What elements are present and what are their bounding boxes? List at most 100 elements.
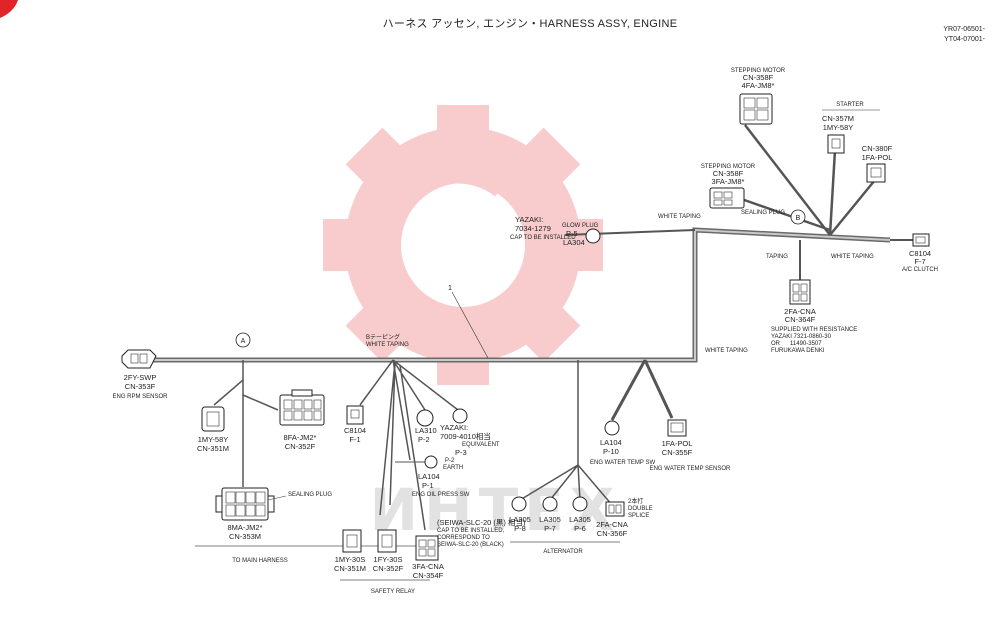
- cn-364f-note4: 11490-3507: [790, 341, 822, 347]
- terminal-la305-p8: [511, 496, 527, 512]
- p-3-part-no: 7009-4010相当: [440, 431, 491, 441]
- b-taping-note: Bテーピング: [366, 333, 400, 341]
- cn-353f-note: ENG RPM SENSOR: [112, 394, 168, 400]
- cn-351m-relay-part: CN-351M: [334, 564, 366, 573]
- glow-code: P-5: [566, 229, 578, 238]
- la310-part: P-2: [418, 435, 430, 444]
- cn-380f-code: 1FA-POL: [862, 153, 893, 162]
- cn-353m-note: SEALING PLUG: [288, 492, 332, 498]
- la104-p10-part: P-10: [603, 447, 619, 456]
- starter-part: CN-357M: [822, 114, 854, 123]
- marker-a: A: [235, 332, 251, 348]
- step-mid-title: STEPPING MOTOR: [701, 164, 756, 170]
- cn-354f-code: 3FA-CNA: [412, 562, 444, 571]
- safety-relay-note: SAFETY RELAY: [371, 589, 415, 595]
- glow-part: LA304: [563, 238, 585, 247]
- starter-code: 1MY-58Y: [823, 123, 854, 132]
- alternator-note: ALTERNATOR: [543, 549, 583, 555]
- glow-plug-label: GLOW PLUG: [562, 223, 599, 229]
- connector-cn-352f-relay: [377, 529, 397, 553]
- f-1-code: C8104: [344, 426, 366, 435]
- connector-cn-353m: [215, 487, 275, 521]
- cn-353m-part: CN-353M: [229, 532, 261, 541]
- connector-cn-353f: [121, 349, 157, 369]
- white-taping-top: WHITE TAPING: [658, 214, 701, 220]
- svg-text:1: 1: [448, 285, 452, 292]
- la310-code: LA310: [415, 426, 437, 435]
- cn-364f-note3: OR: [771, 341, 781, 347]
- step-mid-code: 3FA-JM8*: [712, 177, 745, 186]
- earth-code: P-2: [445, 458, 455, 464]
- marker-b: B: [790, 209, 806, 225]
- cn-351m-relay-code: 1MY-30S: [335, 555, 366, 564]
- la305-p6-code: LA305: [569, 515, 591, 524]
- la305-p7-part: P-7: [544, 524, 556, 533]
- la305-p8-part: P-8: [514, 524, 526, 533]
- connector-cn-352f-left: [279, 389, 325, 426]
- la104-p10-note: ENG WATER TEMP SW: [590, 460, 655, 466]
- watermark-gear-icon: [323, 105, 603, 385]
- f-7-part: F-7: [914, 257, 925, 266]
- right-branches: [510, 359, 674, 543]
- cn-356f-note3: SPLICE: [628, 513, 649, 519]
- cn-355f-note: ENG WATER TEMP SENSOR: [650, 466, 731, 472]
- connector-cn-358f-mid: [709, 187, 745, 209]
- white-taping-right: WHITE TAPING: [831, 254, 874, 260]
- cn-355f-code: 1FA-POL: [662, 439, 693, 448]
- glow-note: CAP TO BE INSTALLED: [510, 235, 576, 241]
- seiwa-code: (SEIWA-SLC-20 (黒) 相当): [437, 517, 526, 527]
- terminal-la104-p1: [424, 455, 438, 469]
- cn-353f-part: CN-353F: [125, 382, 156, 391]
- svg-text:B: B: [796, 215, 801, 222]
- la104-p1-code: LA104: [418, 472, 440, 481]
- cn-354f-part: CN-354F: [413, 571, 444, 580]
- cn-356f-code: 2FA-CNA: [596, 520, 628, 529]
- step-mid-note: SEALING PLUG: [741, 210, 785, 216]
- seiwa-note3: SEIWA-SLC-20 (BLACK): [437, 542, 504, 548]
- la305-p7-code: LA305: [539, 515, 561, 524]
- glow-part-no: 7034-1279: [515, 224, 551, 233]
- connector-cn-357m: [827, 134, 845, 154]
- step-top-part: CN-358F: [743, 73, 774, 82]
- to-main-harness-note: TO MAIN HARNESS: [232, 558, 288, 564]
- connector-cn-356f: [605, 501, 625, 517]
- cn-364f-note2: YAZAKI 7321-0860-30: [771, 334, 832, 340]
- corner-mark: [0, 0, 18, 18]
- la104-p1-part: P-1: [422, 481, 434, 490]
- f-7-note: A/C CLUTCH: [902, 267, 938, 273]
- earth-note: EARTH: [443, 465, 463, 471]
- connector-cn-354f: [415, 535, 439, 561]
- step-mid-part: CN-358F: [713, 169, 744, 178]
- top-right-branches: [729, 124, 915, 280]
- white-taping-mid: WHITE TAPING: [705, 348, 748, 354]
- cn-355f-part: CN-355F: [662, 448, 693, 457]
- connector-f-7: [912, 233, 930, 247]
- cn-364f-note5: FURUKAWA DENKI: [771, 348, 825, 354]
- terminal-la305-p7: [542, 496, 558, 512]
- connector-cn-364f: [789, 279, 811, 305]
- cn-351m-left-code: 1MY-58Y: [198, 435, 229, 444]
- cn-356f-note1: 2本打: [628, 497, 643, 505]
- step-top-code: 4FA-JM8*: [742, 81, 775, 90]
- connector-cn-351m-left: [201, 406, 225, 432]
- connector-cn-380f: [866, 163, 886, 183]
- terminal-glow-plug: [585, 228, 601, 244]
- item-number-1: 1: [448, 285, 489, 359]
- left-branches: [195, 360, 440, 547]
- f-1-part: F-1: [349, 435, 360, 444]
- terminal-p-3: [452, 408, 468, 424]
- terminal-la104-p10: [604, 420, 620, 436]
- svg-text:A: A: [241, 338, 246, 345]
- cn-352f-relay-part: CN-352F: [373, 564, 404, 573]
- serial-number-2: YT04-07001-: [944, 36, 986, 43]
- seiwa-note2: CORRESPOND TO: [437, 535, 490, 541]
- cn-352f-left-code: 8FA-JM2*: [284, 433, 317, 442]
- taping-note: TAPING: [766, 254, 788, 260]
- connector-cn-355f: [667, 419, 687, 437]
- connector-cn-358f-top: [739, 93, 773, 125]
- p-3-equiv: EQUIVALENT: [462, 442, 500, 448]
- cn-356f-note2: DOUBLE: [628, 506, 653, 512]
- cn-353m-code: 8MA-JM2*: [227, 523, 262, 532]
- la104-p10-code: LA104: [600, 438, 622, 447]
- glow-brand: YAZAKI:: [515, 215, 543, 224]
